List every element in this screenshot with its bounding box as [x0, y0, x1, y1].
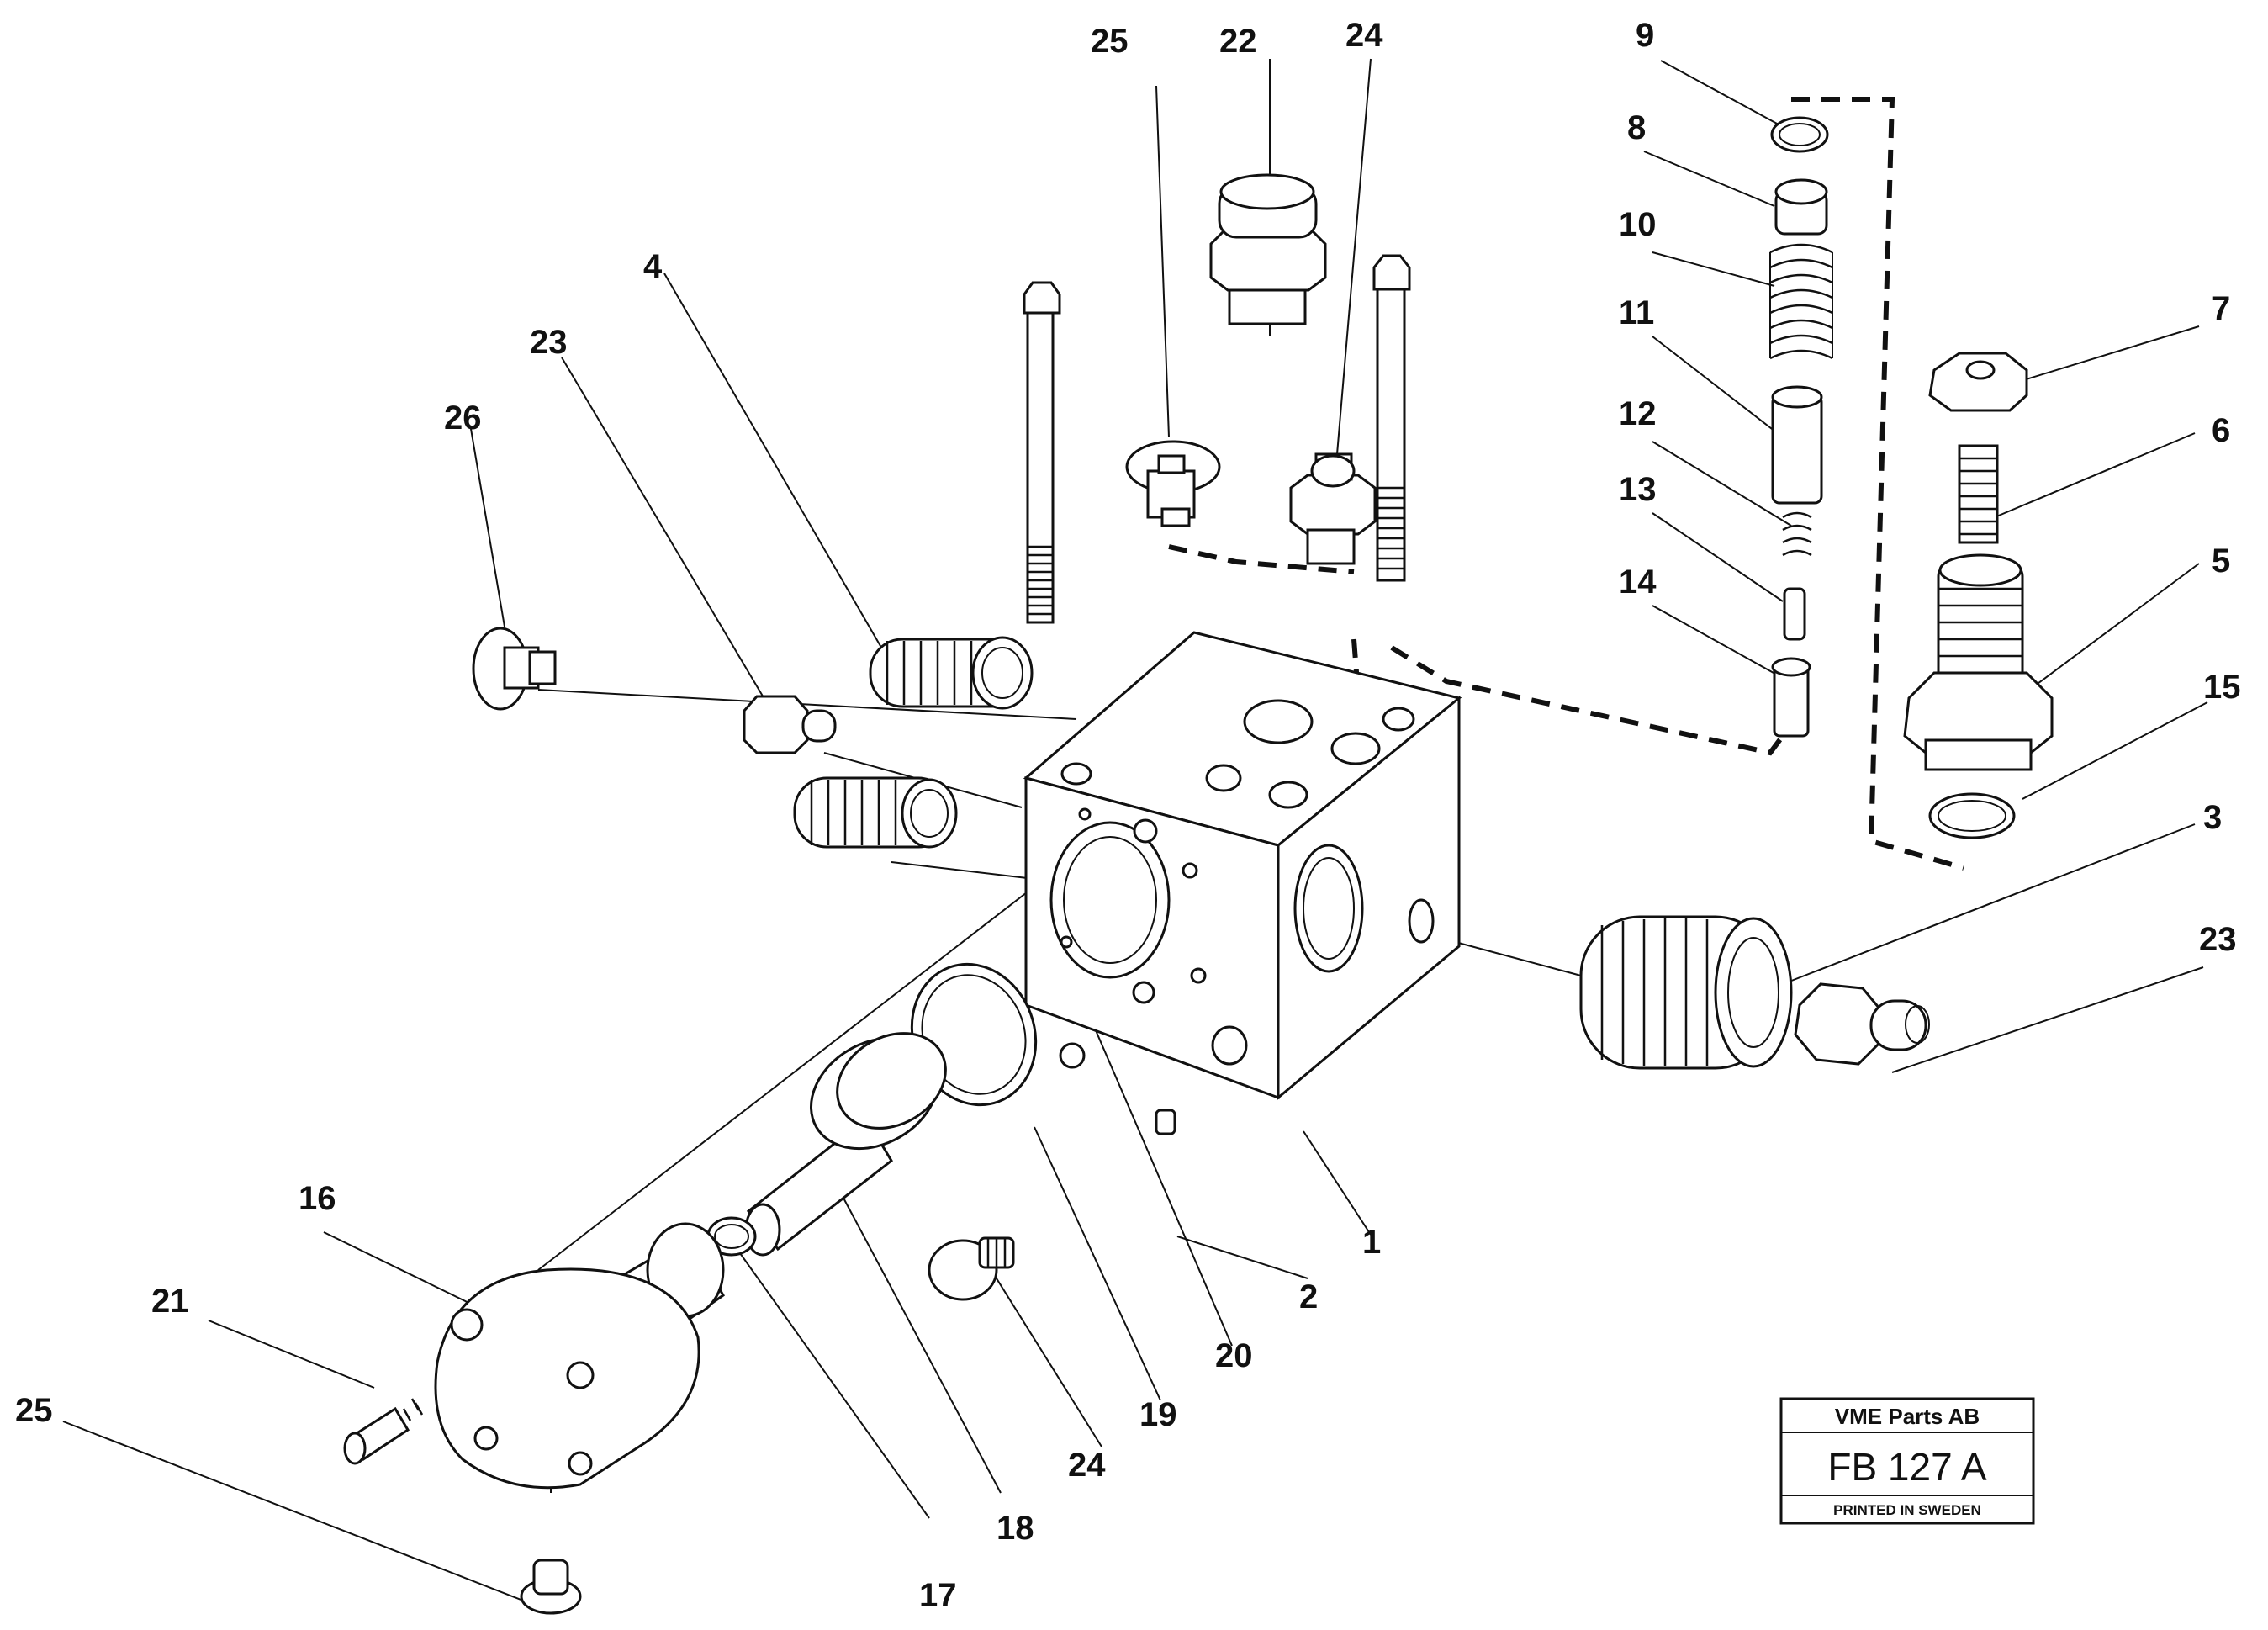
- leader-lines: [62, 58, 2208, 1607]
- callout-25-top: 25: [1091, 23, 1129, 60]
- callout-12: 12: [1619, 395, 1657, 432]
- relief-valve-stack: [1769, 116, 2054, 839]
- callout-25-bottom: 25: [15, 1392, 53, 1429]
- callout-16: 16: [299, 1180, 336, 1217]
- lower-parts: [343, 962, 1176, 1615]
- callout-5: 5: [2212, 542, 2230, 579]
- top-fittings: [1125, 173, 1377, 565]
- callout-6: 6: [2212, 412, 2230, 449]
- callout-24-top: 24: [1345, 17, 1383, 54]
- callout-15: 15: [2203, 669, 2241, 706]
- callout-4: 4: [643, 248, 663, 285]
- callout-20: 20: [1215, 1337, 1253, 1374]
- callout-23-left: 23: [530, 324, 568, 361]
- callout-8: 8: [1627, 109, 1646, 146]
- callout-numbers: 25 22 24 9 8 10 11 12 13 14 7 6 5 15 4 2…: [15, 17, 2241, 1614]
- valve-block: [1023, 631, 1462, 1101]
- callout-3: 3: [2203, 799, 2222, 836]
- callout-13: 13: [1619, 471, 1657, 508]
- bolts: [1023, 254, 1411, 624]
- callout-21: 21: [151, 1283, 189, 1320]
- stamp-printed: PRINTED IN SWEDEN: [1833, 1502, 1981, 1518]
- callout-17: 17: [919, 1577, 957, 1614]
- callout-10: 10: [1619, 206, 1657, 243]
- right-parts: [1579, 915, 1930, 1070]
- left-sleeves: [472, 627, 1034, 849]
- callout-19: 19: [1139, 1396, 1177, 1433]
- callout-24-bottom: 24: [1068, 1447, 1106, 1484]
- stamp-company: VME Parts AB: [1835, 1404, 1980, 1429]
- callout-14: 14: [1619, 564, 1657, 601]
- callout-1: 1: [1362, 1224, 1381, 1261]
- callout-11: 11: [1619, 294, 1654, 331]
- callout-7: 7: [2212, 290, 2230, 327]
- callout-23-right: 23: [2199, 921, 2237, 958]
- stamp-code: FB 127 A: [1827, 1445, 1987, 1489]
- callout-9: 9: [1636, 17, 1654, 54]
- publisher-stamp: VME Parts AB FB 127 A PRINTED IN SWEDEN: [1779, 1397, 2035, 1525]
- callout-22: 22: [1219, 23, 1257, 60]
- callout-26: 26: [444, 400, 482, 437]
- callout-18: 18: [997, 1510, 1034, 1547]
- callout-2: 2: [1299, 1278, 1318, 1315]
